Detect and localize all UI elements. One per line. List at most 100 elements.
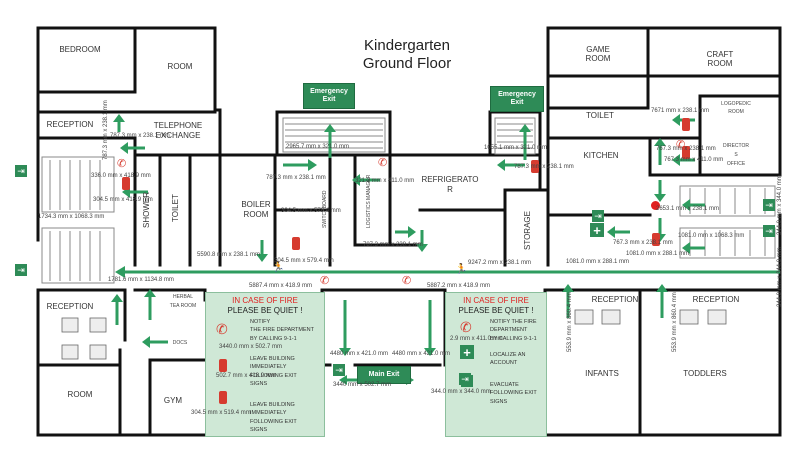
fire-panel-2-item-1: NOTIFY THE FIRE DEPARTMENT BY CALLING 9-… [490,319,537,342]
dimension-label: 787.3 mm x 238.1 mm [266,175,326,181]
dimension-label: 7671 mm x 238.1 mm [651,108,710,114]
fire-panel-1-subtitle: PLEASE BE QUIET ! [227,306,303,315]
phone-icon: ✆ [676,139,686,151]
dimension-label: 1781.6 mm x 1134.8 mm [108,277,174,283]
fixtures [61,309,727,360]
room-storage: STORAGE [523,211,532,250]
room-toilet-left: TOILET [171,194,180,222]
dimension-label: 304.5 mm x 519.4 mm [191,410,251,416]
room-refrigerator-1: REFRIGERATO [421,175,479,184]
emergency-exit-1-line1: Emergency [310,88,348,96]
room-game-1: GAME [586,45,610,54]
fire-extinguisher-icon [682,118,690,131]
dimension-label: 1081.0 mm x 1068.3 mm [678,233,745,239]
exit-runner-icon: ⇥ [592,210,604,222]
fire-panel-1-item-1: NOTIFY THE FIRE DEPARTMENT BY CALLING 9-… [250,319,314,342]
exit-runner-icon: ⇥ [333,364,345,376]
room-kitchen: KITCHEN [583,151,619,160]
fire-extinguisher-icon [652,233,660,246]
fire-panel-2-item-3: EVACUATE FOLLOWING EXIT SIGNS [490,382,537,405]
dimension-label: 5887.2 mm x 418.9 mm [427,283,491,289]
dimension-label: 553.9 mm x 860.4 mm [672,292,678,352]
plan-title-line1: Kindergarten [364,37,450,54]
room-telephone-2: EXCHANGE [155,131,201,140]
room-infants: INFANTS [585,369,619,378]
exit-runner-icon: ⇥ [459,373,471,385]
fire-panel-2-subtitle: PLEASE BE QUIET ! [458,306,534,315]
room-bottom-left: ROOM [67,390,93,399]
dimension-label: 4480 mm x 421.0 mm [330,351,389,357]
dimension-label: 5887.4 mm x 418.9 mm [249,283,313,289]
fire-extinguisher-icon [531,160,539,173]
fire-extinguisher-icon [682,146,690,159]
dimension-label: 767.3 mm x 238.1 mm [613,240,673,246]
dimension-label: 787.3 mm x 238.1 mm [103,100,109,160]
fire-panel-1-title: IN CASE OF FIRE [232,296,298,305]
running-person-icon: 🏃 [272,262,285,273]
room-craft-1: CRAFT [706,50,734,59]
exit-runner-icon: ⇥ [763,199,775,211]
dimension-label: 3440.0 mm x 502.7 mm [219,344,283,350]
dimension-label: 2.9 mm x 411.0 mm [450,336,503,342]
dimension-label: 4480 mm x 421.0 mm [392,351,451,357]
dimension-label: 321.2 mm x 411.0 mm [355,178,415,184]
stairs [41,117,776,284]
room-top-left: ROOM [167,62,193,71]
emergency-exit-sign-1: Emergency Exit [303,83,355,109]
fire-extinguisher-icon [292,237,300,250]
first-aid-icon: + [460,345,474,360]
fire-extinguisher-icon [219,391,227,404]
room-logopedic-1: LOGOPEDIC [721,101,751,107]
main-exit-sign: Main Exit [357,366,411,384]
room-bedroom: BEDROOM [59,45,101,54]
fire-panel-1-item-2: LEAVE BUILDING IMMEDIATELY FOLLOWING EXI… [250,356,297,387]
dimension-label: 767.3 mm x 411.0 mm [664,157,724,163]
room-logopedic-2: ROOM [728,109,744,115]
running-person-icon: 🏃 [455,264,468,275]
evacuation-routes [111,114,780,385]
emergency-exit-2-line2: Exit [510,99,524,106]
dimension-label: 553.9 mm x 860.4 mm [567,292,573,352]
exit-runner-icon: ⇥ [15,165,27,177]
dimension-label: 3440 mm x 502.7 mm [333,382,392,388]
phone-icon: ✆ [402,275,412,287]
dimension-label: 1081.0 mm x 288.1 mm [566,259,630,265]
dimension-label: 787.3 mm x 238.1 mm [110,133,170,139]
dimension-label: 5590.8 mm x 238.1 mm [197,252,261,258]
dimension-label: 344.0 mm x 344.0 mm [777,247,783,307]
room-toilet-right: TOILET [586,111,614,120]
phone-icon: ✆ [320,275,330,287]
fire-extinguisher-icon [122,177,130,190]
room-reception-bottom-left: RECEPTION [46,302,94,311]
dimension-label: 787.3 mm x 238.1 mm [514,164,574,170]
fire-panel-1-item-3: LEAVE BUILDING IMMEDIATELY FOLLOWING EXI… [250,402,297,433]
exit-runner-icon: ⇥ [15,264,27,276]
fire-instructions-panel-1: IN CASE OF FIRE PLEASE BE QUIET ! ✆ NOTI… [205,292,325,437]
plan-title-line2: Ground Floor [362,55,452,72]
dimension-label: 344.0 mm x 344.0 mm [431,389,491,395]
dimension-label: 304.5 mm x 579.4 mm [274,258,334,264]
room-reception-right: RECEPTION [692,295,740,304]
room-boiler-1: BOILER [241,200,271,209]
dimension-label: 304.5 mm x 578.4 mm [281,208,341,214]
fire-panel-2-item-2: LOCALIZE AN ACCOUNT [490,352,526,367]
phone-icon: ✆ [460,319,472,335]
room-herbal-2: TEA ROOM [169,303,197,309]
room-director-1: DIRECTOR [722,143,750,149]
dimension-label: 2653.1 mm x 238.1 mm [656,206,720,212]
room-gym: GYM [163,396,183,405]
dimension-label: 1055.1 mm x 321.0 mm [484,145,548,151]
dimension-label: 1081.0 mm x 288.1 mm [626,251,690,257]
fire-panel-2-title: IN CASE OF FIRE [463,296,529,305]
dimension-label: 767.3 mm x 238.1 mm [656,146,716,152]
fire-alarm-icon [651,201,660,210]
dimension-label: 336.0 mm x 418.9 mm [91,173,151,179]
dimension-label: 787.3 mm x 238.1 mm [363,242,423,248]
dimension-label: 502.7 mm x 418.9 mm [216,373,276,379]
dimension-label: 9247.2 mm x 238.1 mm [468,260,532,266]
room-telephone-1: TELEPHONE [153,121,203,130]
emergency-exit-2-line1: Emergency [498,91,536,99]
exit-runner-icon: ⇥ [763,225,775,237]
emergency-exit-sign-2: Emergency Exit [490,86,544,112]
room-reception-left: RECEPTION [46,120,94,129]
